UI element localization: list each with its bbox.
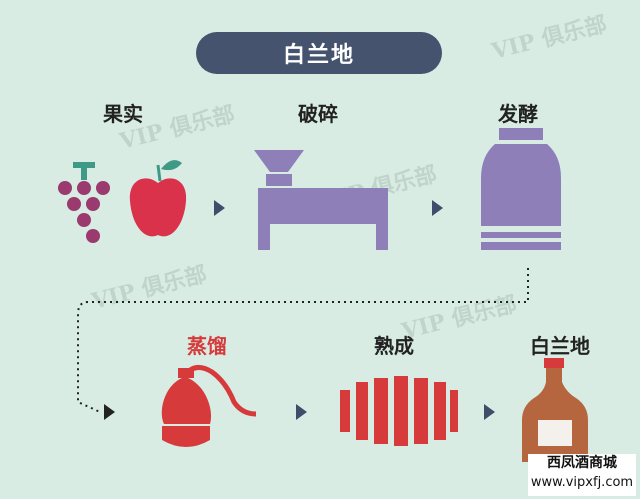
step-label-crush: 破碎 bbox=[298, 102, 338, 126]
apple-icon bbox=[129, 160, 187, 237]
watermark-5: VIP 俱乐部 bbox=[489, 11, 610, 65]
arrow-right-icon bbox=[432, 200, 443, 216]
grape-icon bbox=[58, 162, 110, 243]
site-watermark: 西凤酒商城 www.vipxfj.com bbox=[528, 454, 636, 496]
fermentation-tank-icon bbox=[481, 128, 561, 250]
crusher-icon bbox=[254, 150, 388, 250]
arrow-right-icon bbox=[296, 404, 307, 420]
step-label-ferment: 发酵 bbox=[498, 102, 538, 126]
brandy-bottle-icon bbox=[522, 358, 588, 462]
step-label-distill: 蒸馏 bbox=[187, 334, 227, 358]
site-name: 西凤酒商城 bbox=[547, 455, 617, 471]
page-title: 白兰地 bbox=[196, 32, 442, 74]
step-label-brandy: 白兰地 bbox=[530, 334, 590, 358]
alembic-icon bbox=[161, 365, 257, 447]
site-url: www.vipxfj.com bbox=[530, 475, 634, 490]
step-label-age: 熟成 bbox=[374, 334, 414, 358]
arrow-right-icon bbox=[484, 404, 495, 420]
arrow-right-icon bbox=[214, 200, 225, 216]
barrel-icon bbox=[340, 376, 458, 446]
step-label-fruit: 果实 bbox=[103, 102, 143, 126]
arrow-right-icon bbox=[104, 404, 115, 420]
dotted-connector bbox=[77, 268, 529, 413]
